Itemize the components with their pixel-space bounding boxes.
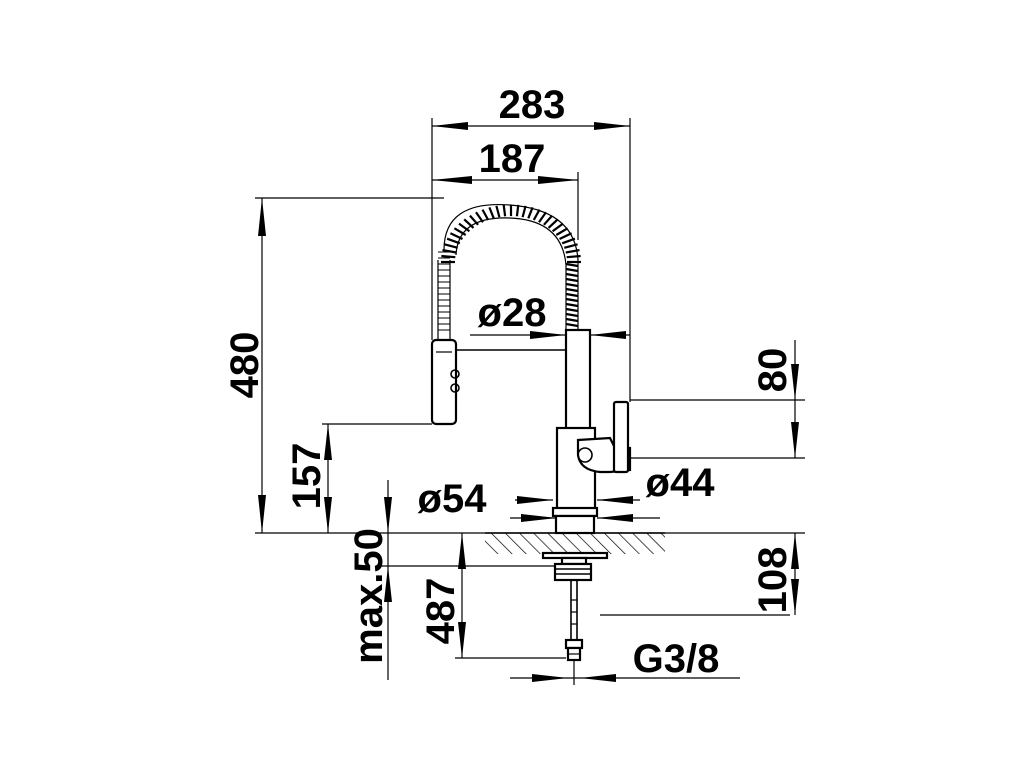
dim-spout-diameter: ø28 xyxy=(478,291,547,335)
extension-lines xyxy=(255,118,805,659)
dim-width-overall: 283 xyxy=(499,83,566,127)
dim-max-counter-thickness: max.50 xyxy=(347,528,391,664)
dim-hose-length: 487 xyxy=(419,578,463,645)
dim-height-overall: 480 xyxy=(223,332,267,399)
dim-body-diameter: ø44 xyxy=(646,461,716,505)
spring-coil xyxy=(438,204,581,331)
dim-base-diameter: ø54 xyxy=(418,477,488,521)
countertop-section xyxy=(485,532,665,554)
dim-below-counter: 108 xyxy=(751,547,795,614)
dimension-labels: 283 187 ø28 ø54 ø44 G3/8 480 157 max.50 … xyxy=(223,83,795,681)
dim-spout-reach: 187 xyxy=(479,137,546,181)
dim-connection-thread: G3/8 xyxy=(633,637,720,681)
dim-lever-offset: 80 xyxy=(751,348,795,393)
faucet-outline xyxy=(430,203,632,685)
dim-handle-height: 157 xyxy=(285,443,329,510)
dimension-lines xyxy=(258,122,799,682)
